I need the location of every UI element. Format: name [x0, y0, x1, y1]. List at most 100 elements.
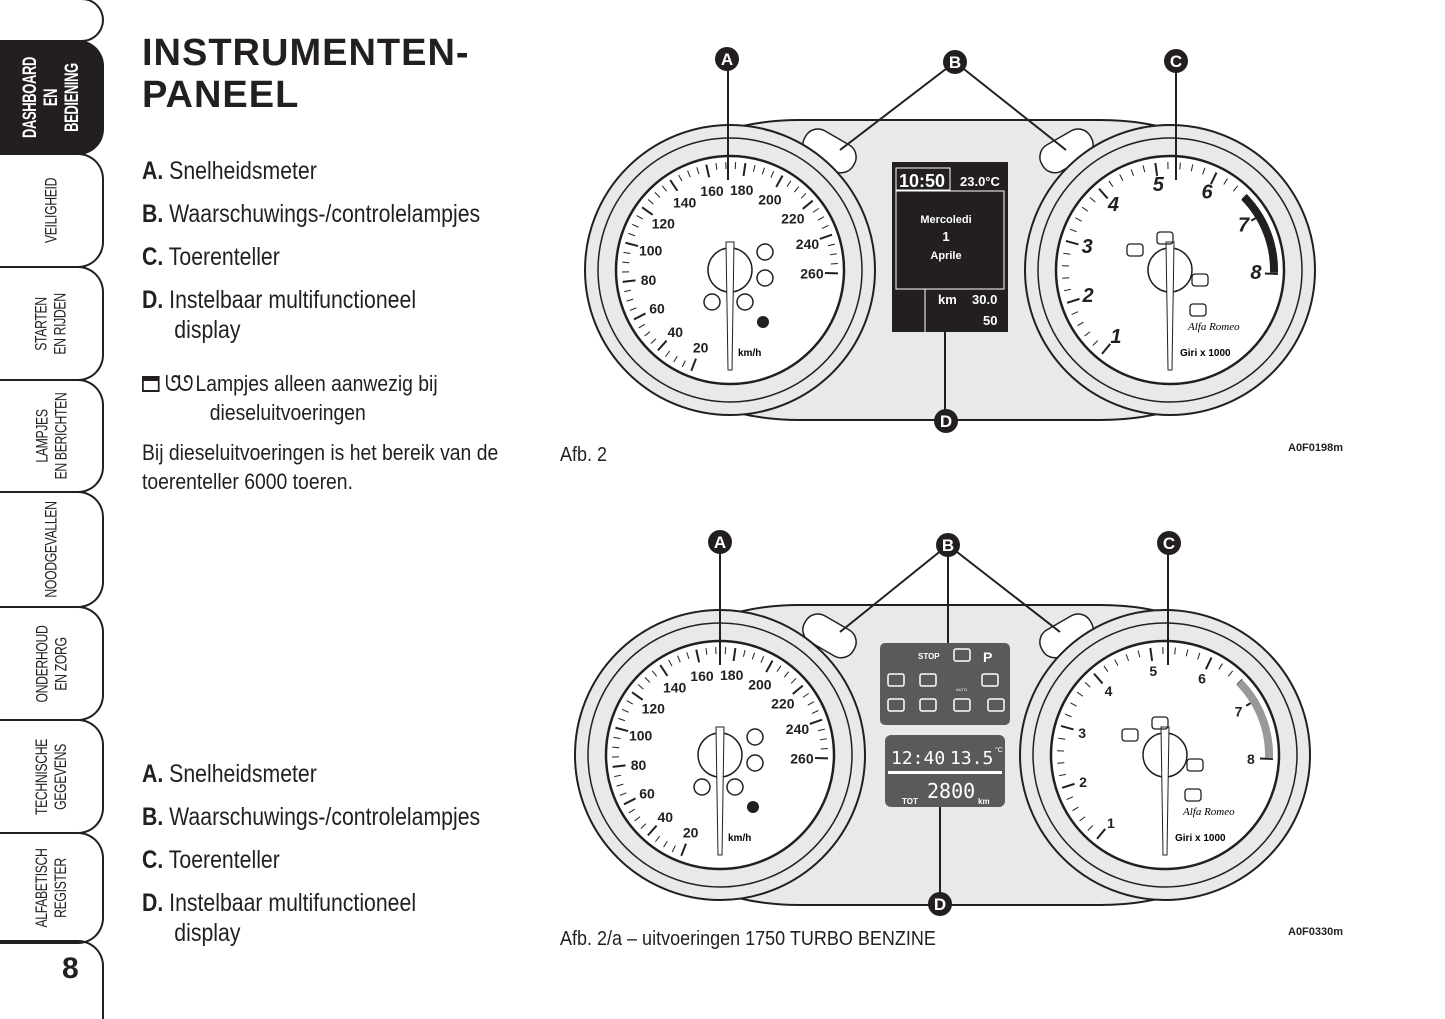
- date-box: [895, 190, 1005, 290]
- gauge-tick: [809, 718, 823, 725]
- gauge-tick: [1063, 252, 1071, 255]
- tab-technische[interactable]: TECHNISCHE GEGEVENS: [0, 719, 104, 834]
- gauge-tick: [680, 843, 687, 857]
- gauge-tick: [640, 823, 647, 829]
- legend-item: C. Toerenteller: [142, 242, 280, 272]
- glow-plug-icon: ᘎᘎ: [164, 371, 194, 396]
- display-km-label: km: [978, 797, 990, 806]
- needle: [715, 726, 725, 856]
- tab-dashboard[interactable]: DASHBOARD EN BEDIENING: [0, 40, 104, 155]
- legend-key: C.: [142, 243, 164, 271]
- callout-label: B: [942, 536, 954, 555]
- gauge-tick: [783, 671, 790, 678]
- gauge-tick: [1119, 174, 1124, 181]
- display-month: Aprile: [930, 250, 961, 262]
- display-temp: 23.0°C: [960, 174, 1001, 189]
- brand-logo: Alfa Romeo: [1182, 806, 1235, 818]
- gauge-tick: [681, 360, 686, 368]
- gauge-tick: [668, 659, 673, 667]
- gauge-label: 4: [1107, 194, 1119, 216]
- diesel-note-line-2: dieseluitvoeringen: [209, 400, 366, 425]
- legend-text: Waarschuwings-/controlelampjes: [169, 803, 481, 831]
- needle: [1165, 241, 1175, 371]
- diesel-note-line-1: Lampjes alleen aanwezig bij: [195, 371, 438, 396]
- gauge-tick: [1179, 162, 1181, 170]
- callout-label: D: [940, 412, 952, 431]
- tab-lampjes[interactable]: LAMPJES EN BERICHTEN: [0, 379, 104, 493]
- legend-key: B.: [142, 803, 164, 831]
- gauge-tick: [1065, 239, 1079, 246]
- gauge-tick: [663, 840, 668, 848]
- gauge-label: 80: [641, 272, 657, 288]
- abs-warning-icon: [726, 778, 744, 796]
- gauge-tick: [655, 835, 661, 842]
- gauge-tick: [634, 816, 641, 822]
- legend-item: A. Snelheidsmeter: [142, 156, 317, 186]
- speed-unit: km/h: [728, 833, 751, 844]
- gauge-label: 20: [683, 825, 699, 841]
- callout-marker: [1157, 531, 1181, 555]
- rpm-unit: Giri x 1000: [1175, 833, 1226, 844]
- gauge-label: 160: [700, 183, 724, 199]
- gauge-label: 200: [748, 676, 772, 692]
- speed-unit: km/h: [738, 348, 761, 359]
- callout-marker: [1164, 49, 1188, 73]
- gauge-tick: [1089, 197, 1096, 203]
- callout-marker: [943, 50, 967, 74]
- gauge-tick: [673, 355, 678, 363]
- gauge-tick: [761, 167, 766, 175]
- gauge-tick: [690, 358, 697, 372]
- gauge-tick: [696, 167, 700, 175]
- legend-key: D.: [142, 286, 164, 314]
- gauge-tick: [637, 684, 644, 690]
- tab-onderhoud[interactable]: ONDERHOUD EN ZORG: [0, 606, 104, 721]
- gauge-tick: [1072, 806, 1079, 812]
- gauge-tick: [715, 162, 718, 170]
- gauge-tick: [802, 199, 814, 210]
- title-line-2: PANEEL: [142, 74, 300, 116]
- warning-light-panel: [880, 643, 1010, 725]
- gauge-tick: [1058, 773, 1066, 777]
- gauge-tick: [626, 298, 634, 302]
- gauge-tick: [1125, 654, 1130, 661]
- gauge-tick: [661, 185, 668, 192]
- gauge-label: 140: [673, 195, 697, 211]
- gauge-label: 260: [800, 266, 824, 282]
- tab-alfabetisch[interactable]: ALFABETISCH REGISTER: [0, 832, 104, 944]
- gauge-tick: [1066, 796, 1074, 801]
- gauge-tick: [618, 717, 626, 722]
- tab-veiligheid[interactable]: VEILIGHEID: [0, 153, 104, 268]
- display-separator: [888, 771, 1002, 774]
- gauge-tick: [1087, 825, 1094, 831]
- tab-noodgevallen[interactable]: NOODGEVALLEN: [0, 491, 104, 608]
- gauge-tick: [665, 350, 671, 357]
- gauge-tick: [659, 664, 669, 677]
- gauge-tick: [647, 199, 654, 205]
- gauge-tick: [647, 825, 658, 837]
- gauge-tick: [669, 179, 679, 192]
- tab-starten[interactable]: STARTEN EN RIJDEN: [0, 266, 104, 381]
- gauge-tick: [827, 243, 835, 247]
- gauge-label: 2: [1079, 774, 1087, 790]
- legend-text-2: display: [174, 316, 241, 344]
- gauge-tick: [633, 312, 646, 321]
- gauge-label: 200: [758, 191, 782, 207]
- paragraph-line-2: toerenteller 6000 toeren.: [142, 469, 353, 494]
- gauge-label: 60: [639, 785, 655, 801]
- gauge-tick: [1142, 165, 1146, 173]
- airbag-warning-icon: [1191, 273, 1209, 287]
- indicator-dot: [747, 801, 759, 813]
- gauge-tick: [622, 279, 636, 283]
- legend-key: D.: [142, 889, 164, 917]
- gauge-tick: [812, 207, 819, 213]
- page-number-box: [0, 940, 104, 1019]
- gauge-label: 220: [771, 695, 795, 711]
- gauge-tick: [705, 164, 711, 178]
- legend-text: Instelbaar multifunctioneel: [169, 889, 417, 917]
- gauge-tick: [629, 307, 637, 311]
- gauge-tick: [641, 206, 654, 216]
- gauge-label: 8: [1250, 262, 1262, 284]
- gauge-label: 120: [642, 700, 666, 716]
- gauge-tick: [628, 808, 636, 814]
